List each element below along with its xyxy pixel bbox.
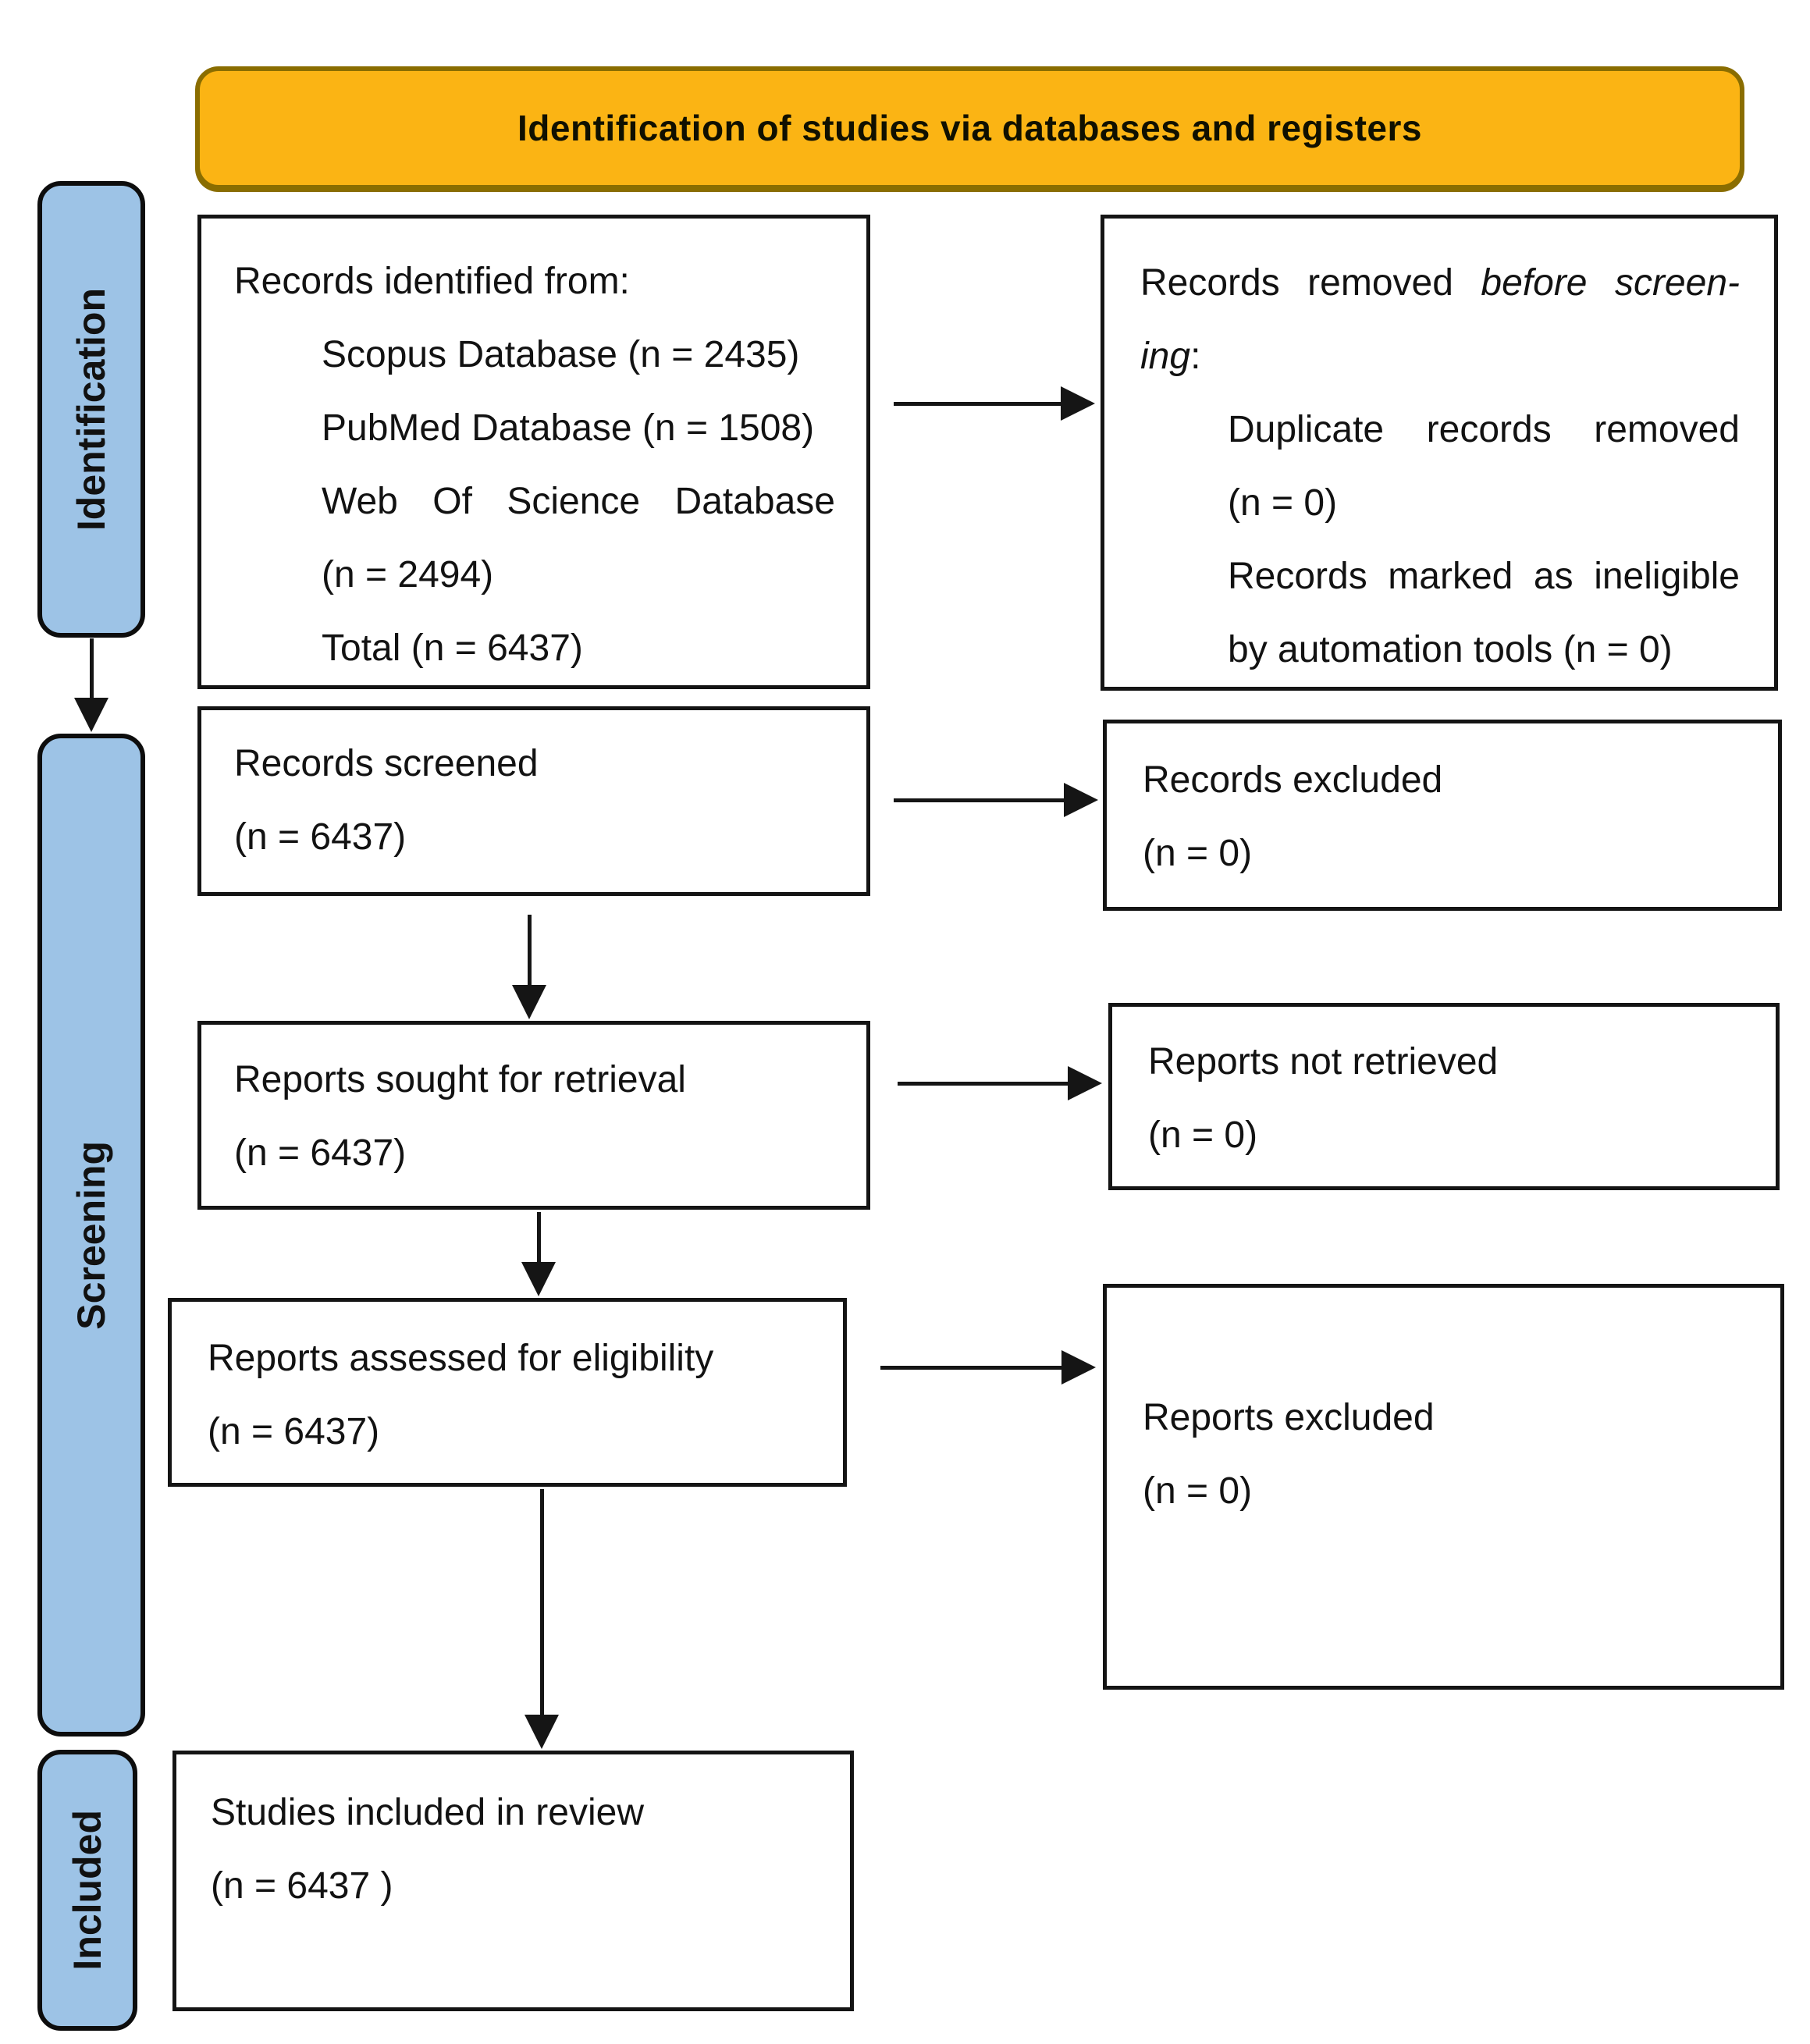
box-line: (n = 0) — [1143, 1470, 1253, 1512]
banner-title: Identification of studies via databases … — [517, 108, 1422, 148]
box-line: ing: — [1140, 320, 1740, 393]
arrow-head-down-icon — [521, 1262, 556, 1296]
flow-arrow-identification-to-screening — [74, 638, 108, 732]
box-line: Scopus Database (n = 2435) — [322, 334, 800, 375]
box-line: (n = 0) — [1228, 482, 1338, 524]
box-line: (n = 0) — [1148, 1114, 1258, 1156]
stage-label-included-text: Included — [66, 1810, 109, 1971]
arrow-shaft — [894, 401, 1061, 406]
box-line: by automation tools (n = 0) — [1228, 629, 1673, 670]
box-line: Records screened — [234, 743, 539, 784]
box-records-identified: Records identified from: Scopus Database… — [197, 215, 870, 689]
arrow-head-down-icon — [525, 1715, 559, 1749]
flow-arrow-screened-to-excluded — [894, 783, 1098, 817]
box-line: PubMed Database (n = 1508) — [322, 407, 815, 449]
box-studies-included: Studies included in review (n = 6437 ) — [172, 1751, 854, 2011]
box-line: Records identified from: — [234, 261, 630, 302]
box-line: (n = 6437 ) — [211, 1865, 393, 1907]
arrow-shaft — [89, 638, 94, 698]
box-line: Records removed before screen- — [1140, 247, 1740, 320]
arrow-head-right-icon — [1068, 1066, 1102, 1100]
arrow-shaft — [898, 1081, 1068, 1086]
arrow-head-right-icon — [1061, 1350, 1096, 1385]
box-line: (n = 0) — [1143, 833, 1253, 874]
stage-label-identification: Identification — [37, 181, 145, 638]
heading-normal: : — [1190, 336, 1201, 377]
arrow-head-right-icon — [1061, 386, 1095, 421]
arrow-shaft — [536, 1212, 541, 1262]
box-line: Total (n = 6437) — [322, 627, 583, 669]
heading-normal: Records removed — [1140, 262, 1481, 304]
stage-label-screening-text: Screening — [69, 1140, 113, 1330]
flow-arrow-sought-to-assessed — [521, 1212, 556, 1296]
heading-italic: ing — [1140, 336, 1191, 377]
box-records-removed: Records removed before screen- ing: Dupl… — [1101, 215, 1778, 691]
flow-arrow-identified-to-removed — [894, 386, 1095, 421]
flow-arrow-screened-to-sought — [512, 915, 546, 1019]
box-line: (n = 2494) — [322, 554, 494, 595]
arrow-head-right-icon — [1064, 783, 1098, 817]
box-line: Reports not retrieved — [1148, 1041, 1499, 1082]
box-line: Web Of Science Database — [322, 481, 835, 522]
arrow-shaft — [894, 798, 1064, 802]
banner: Identification of studies via databases … — [195, 66, 1744, 190]
arrow-head-down-icon — [512, 985, 546, 1019]
box-line: (n = 6437) — [234, 816, 407, 858]
arrow-shaft — [539, 1489, 544, 1715]
box-line: (n = 6437) — [208, 1411, 380, 1452]
box-reports-assessed: Reports assessed for eligibility (n = 64… — [168, 1298, 847, 1487]
box-reports-sought: Reports sought for retrieval (n = 6437) — [197, 1021, 870, 1210]
box-line: Studies included in review — [211, 1792, 644, 1833]
arrow-head-down-icon — [74, 698, 108, 732]
box-line: Reports excluded — [1143, 1397, 1435, 1438]
box-line: Reports assessed for eligibility — [208, 1338, 714, 1379]
flow-arrow-assessed-to-excluded — [880, 1350, 1096, 1385]
box-line: Duplicate records removed — [1228, 409, 1740, 450]
heading-italic: before screen- — [1481, 262, 1740, 304]
stage-label-identification-text: Identification — [69, 287, 113, 531]
box-line: Records marked as ineligible — [1228, 556, 1740, 597]
box-records-screened: Records screened (n = 6437) — [197, 706, 870, 896]
flow-arrow-sought-to-not-retrieved — [898, 1066, 1102, 1100]
box-reports-not-retrieved: Reports not retrieved (n = 0) — [1108, 1003, 1780, 1190]
box-line: Records excluded — [1143, 759, 1443, 801]
box-line: Reports sought for retrieval — [234, 1059, 686, 1100]
stage-label-included: Included — [37, 1750, 137, 2031]
arrow-shaft — [880, 1365, 1061, 1370]
box-records-excluded: Records excluded (n = 0) — [1103, 720, 1782, 911]
stage-label-screening: Screening — [37, 734, 145, 1737]
box-line: (n = 6437) — [234, 1132, 407, 1174]
box-reports-excluded: Reports excluded (n = 0) — [1103, 1284, 1784, 1690]
flow-arrow-assessed-to-included — [525, 1489, 559, 1749]
arrow-shaft — [527, 915, 532, 985]
